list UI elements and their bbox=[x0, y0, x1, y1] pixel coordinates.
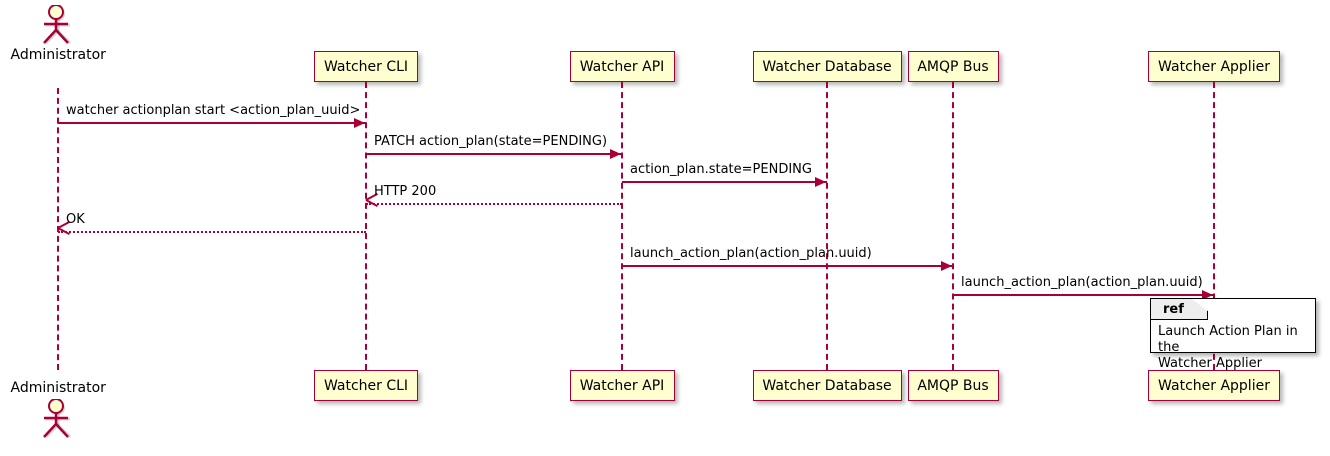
participant-box-watcher-applier-bottom[interactable]: Watcher Applier bbox=[1148, 370, 1280, 401]
actor-administrator bbox=[36, 4, 80, 63]
message-label-0: watcher actionplan start <action_plan_uu… bbox=[66, 103, 361, 118]
message-arrowhead-5 bbox=[941, 261, 952, 271]
participant-box-watcher-database-bottom[interactable]: Watcher Database bbox=[752, 370, 902, 401]
message-arrowhead-4 bbox=[58, 227, 70, 239]
participant-box-watcher-api-bottom[interactable]: Watcher API bbox=[569, 370, 675, 401]
message-label-3: HTTP 200 bbox=[374, 184, 437, 199]
participant-box-amqp-bus[interactable]: AMQP Bus bbox=[907, 51, 999, 82]
lifeline-watcher-applier bbox=[1213, 82, 1215, 370]
message-arrowhead-1 bbox=[610, 149, 621, 159]
message-label-4: OK bbox=[66, 212, 85, 227]
actor-label-administrator: Administrator bbox=[10, 47, 106, 63]
participant-box-watcher-cli-bottom[interactable]: Watcher CLI bbox=[314, 370, 418, 401]
message-line-6 bbox=[953, 294, 1214, 296]
lifeline-amqp-bus bbox=[952, 82, 954, 370]
message-line-0 bbox=[58, 122, 366, 124]
message-label-5: launch_action_plan(action_plan.uuid) bbox=[630, 246, 872, 261]
participant-box-amqp-bus-bottom[interactable]: AMQP Bus bbox=[907, 370, 999, 401]
message-label-6: launch_action_plan(action_plan.uuid) bbox=[961, 275, 1203, 290]
lifeline-watcher-api bbox=[621, 82, 623, 370]
participant-box-watcher-database[interactable]: Watcher Database bbox=[752, 51, 902, 82]
ref-fragment-tab-label: ref bbox=[1151, 299, 1208, 320]
message-line-1 bbox=[366, 153, 622, 155]
participant-box-watcher-api[interactable]: Watcher API bbox=[569, 51, 675, 82]
message-label-1: PATCH action_plan(state=PENDING) bbox=[374, 134, 608, 149]
message-line-3 bbox=[366, 203, 622, 205]
actor-stick-figure-icon bbox=[43, 398, 72, 439]
message-arrowhead-0 bbox=[354, 118, 365, 128]
participant-box-watcher-applier[interactable]: Watcher Applier bbox=[1148, 51, 1280, 82]
message-line-2 bbox=[622, 181, 827, 183]
message-line-4 bbox=[58, 231, 366, 233]
lifeline-watcher-database bbox=[826, 82, 828, 370]
message-arrowhead-3 bbox=[366, 199, 378, 211]
message-line-5 bbox=[622, 265, 953, 267]
ref-fragment-body-text: Launch Action Plan in the Watcher Applie… bbox=[1158, 324, 1298, 371]
actor-administrator-bottom bbox=[36, 398, 80, 456]
actor-stick-figure-icon bbox=[43, 4, 72, 45]
participant-box-watcher-cli[interactable]: Watcher CLI bbox=[314, 51, 418, 82]
message-arrowhead-2 bbox=[815, 177, 826, 187]
message-label-2: action_plan.state=PENDING bbox=[630, 162, 812, 177]
message-arrowhead-6 bbox=[1202, 290, 1213, 300]
lifeline-watcher-cli bbox=[365, 82, 367, 370]
actor-label-administrator-bottom: Administrator bbox=[10, 380, 106, 396]
